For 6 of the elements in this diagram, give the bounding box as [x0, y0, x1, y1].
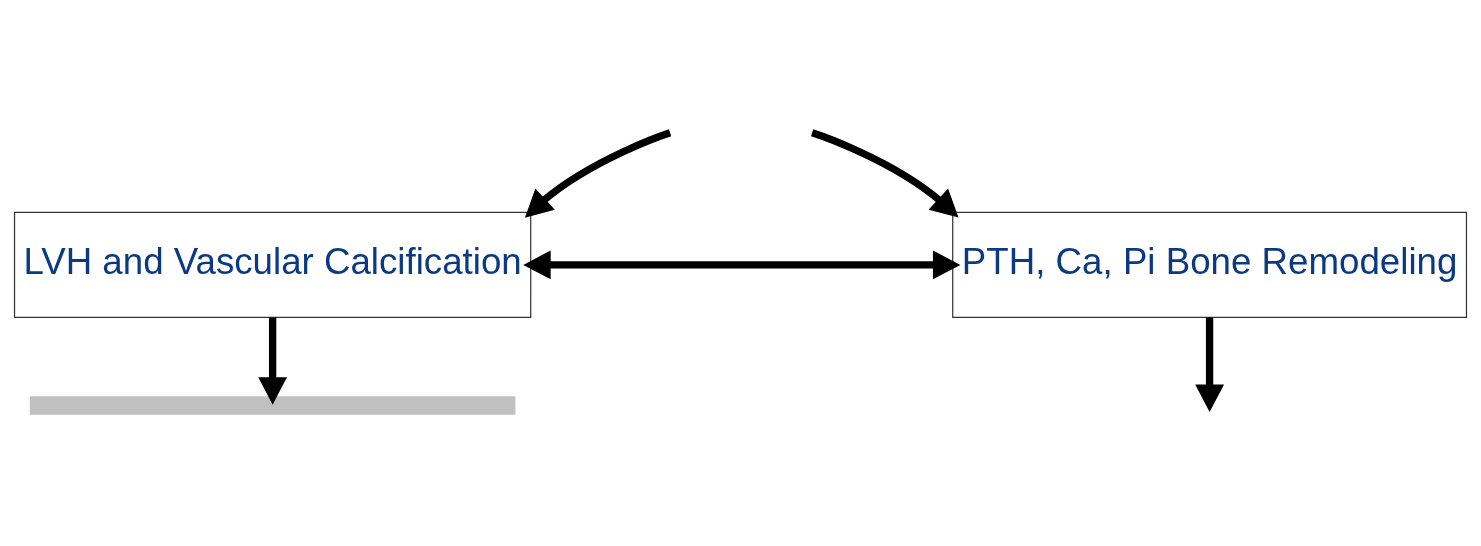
- node-box: PTH, Ca, Pi Bone Remodeling: [952, 211, 1468, 319]
- arrow: [523, 250, 961, 280]
- node-box: LVH and Vascular Calcification: [13, 211, 532, 319]
- arrow: [810, 129, 959, 218]
- arrow: [524, 129, 672, 218]
- node-bar: [29, 396, 516, 415]
